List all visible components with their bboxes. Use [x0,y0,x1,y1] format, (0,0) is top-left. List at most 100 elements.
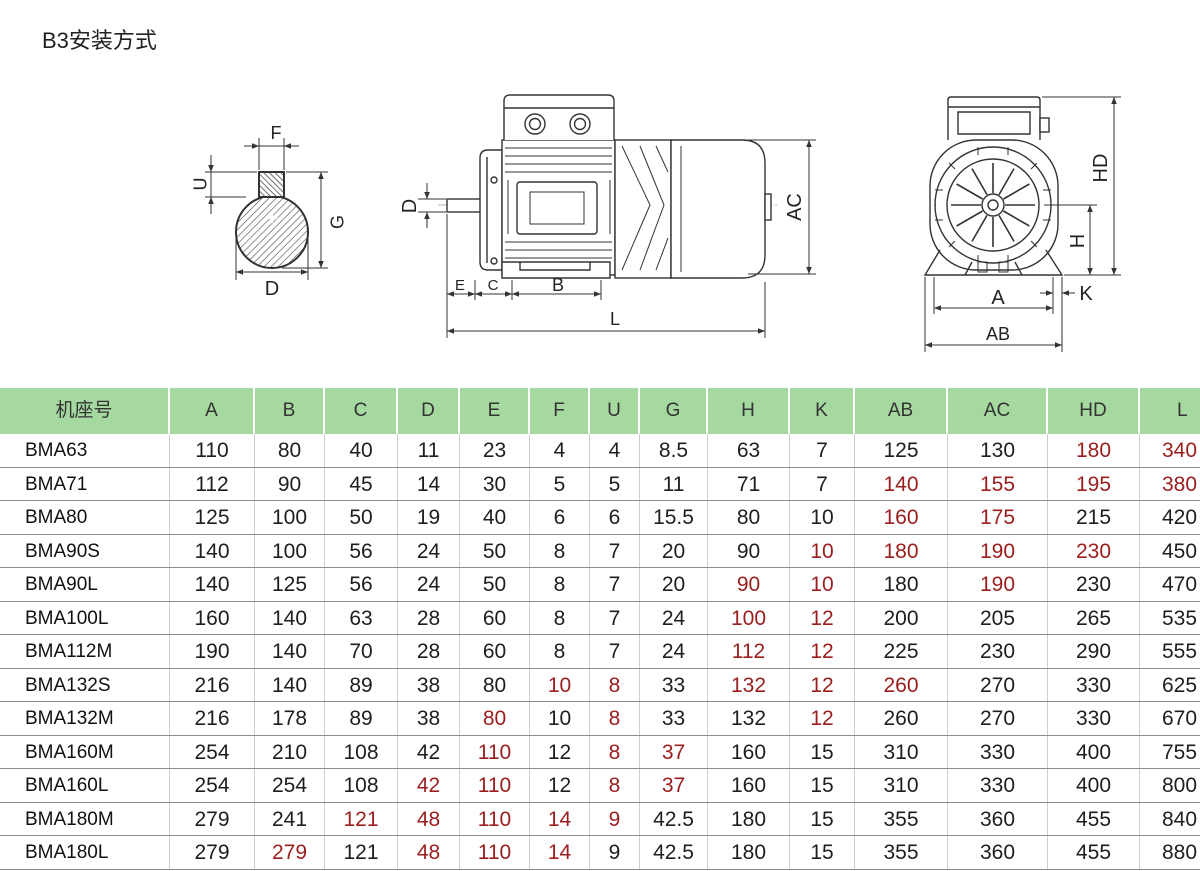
cell-a: 216 [170,702,255,735]
brake-release-lever [764,193,772,221]
model-cell: BMA180M [0,802,170,835]
extension-lines [446,214,766,338]
extension-lines [1042,96,1121,276]
cell-a: 254 [170,769,255,802]
cell-b: 125 [255,568,325,601]
cell-ab: 160 [855,501,948,534]
shaft-section-drawing: F U G D [190,123,347,300]
header-d: D [398,388,460,434]
cell-ac: 270 [948,702,1048,735]
cell-l: 840 [1162,807,1198,831]
cell-hd: 290 [1048,635,1140,668]
cell-a: 254 [170,735,255,768]
center-mark [267,213,277,223]
model-cell: BMA80 [0,501,170,534]
dimension-f: F [244,123,299,170]
cell-g: 42.5 [640,802,708,835]
cable-gland-left [524,113,546,135]
cell-c: 121 [325,802,398,835]
terminal-box [947,96,1041,140]
fan-hub [981,193,1005,217]
cell-l: 535 [1162,606,1198,630]
model-cell: BMA160L [0,769,170,802]
model-cell: BMA132M [0,702,170,735]
cell-l: 380 [1162,472,1198,496]
cell-l: 340 [1162,439,1198,462]
cell-g: 24 [640,635,708,668]
cell-u: 7 [590,534,640,567]
cell-u: 9 [590,836,640,869]
foot-nuts [977,261,1009,273]
cell-f: 8 [530,601,590,634]
cell-ac: 360 [948,836,1048,869]
cell-hd: 330 [1048,668,1140,701]
cell-l: 470 [1162,573,1198,596]
cell-f: 8 [530,534,590,567]
cell-c: 89 [325,668,398,701]
cell-u: 8 [590,735,640,768]
model-cell: BMA90L [0,568,170,601]
cell-d: 14 [398,467,460,500]
cell-g: 20 [640,534,708,567]
shaft-end [987,199,999,211]
cell-b: 241 [255,802,325,835]
cell-u: 8 [590,769,640,802]
cell-u: 9 [590,802,640,835]
cell-l: 555 [1162,640,1198,663]
header-f: F [530,388,590,434]
cell-u: 4 [590,434,640,467]
page-title: B3安装方式 [42,28,157,53]
shaft-key [258,171,285,198]
mounting-feet [923,249,1064,276]
cell-f: 6 [530,501,590,534]
cell-b: 140 [255,635,325,668]
mounting-drawings: F U G D [190,94,1121,352]
label-ab: AB [986,324,1010,344]
cell-g: 11 [640,467,708,500]
cell-b: 140 [255,601,325,634]
label-f: F [271,123,282,143]
cell-g: 20 [640,568,708,601]
cell-e: 50 [460,534,530,567]
cell-b: 279 [255,836,325,869]
cell-k: 10 [790,501,855,534]
terminal-bolt [1039,117,1050,133]
shield-bolt [490,257,498,265]
cell-ac: 330 [948,735,1048,768]
header-a: A [170,388,255,434]
cell-u: 7 [590,568,640,601]
cell-ab: 310 [855,735,948,768]
cell-g: 8.5 [640,434,708,467]
cell-h: 80 [708,501,790,534]
cell-hd: 265 [1048,601,1140,634]
cell-f: 4 [530,434,590,467]
cell-e: 50 [460,568,530,601]
cell-hd: 330 [1048,702,1140,735]
cell-ab: 355 [855,802,948,835]
cell-f: 10 [530,668,590,701]
front-end-shield [479,149,503,271]
cell-c: 108 [325,735,398,768]
cell-g: 37 [640,735,708,768]
cell-e: 110 [460,836,530,869]
cell-e: 60 [460,635,530,668]
cell-f: 14 [530,802,590,835]
cell-k: 10 [790,534,855,567]
cell-e: 80 [460,668,530,701]
cooling-fins [505,147,612,259]
cell-h: 132 [708,702,790,735]
dimension-u: U [190,155,257,214]
cell-b: 100 [255,534,325,567]
cell-ac: 330 [948,769,1048,802]
model-cell: BMA180L [0,836,170,869]
cell-d: 28 [398,601,460,634]
header-g: G [640,388,708,434]
cell-f: 5 [530,467,590,500]
cell-c: 70 [325,635,398,668]
cell-g: 24 [640,601,708,634]
